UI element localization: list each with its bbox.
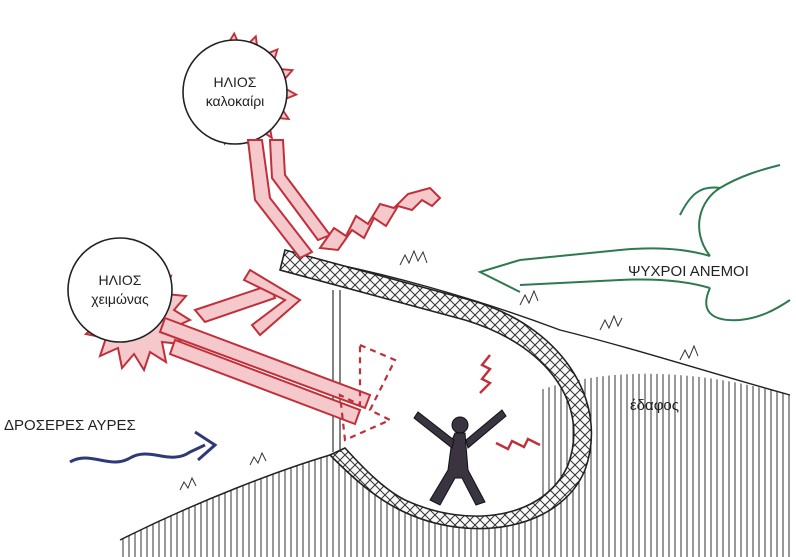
sun-summer-line2: καλοκαίρι [206,93,265,109]
heat-radiation-arrows [480,355,540,449]
sun-summer: ΗΛΙΟΣ καλοκαίρι [183,34,296,146]
sun-summer-line1: ΗΛΙΟΣ [214,74,257,90]
summer-sun-ray [248,140,440,258]
cool-breeze-arrow [70,432,215,462]
sun-winter-line1: ΗΛΙΟΣ [99,272,142,288]
person-figure [414,410,506,505]
cool-breezes-label: ΔΡΟΣΕΡΕΣ ΑΥΡΕΣ [4,417,136,434]
sun-winter-line2: χειμώνας [91,291,149,307]
ground-label: έδαφος [630,397,679,414]
cold-winds-label: ΨΥΧΡΟΙ ΑΝΕΜΟΙ [628,263,749,280]
winter-sun-ray [160,270,370,424]
